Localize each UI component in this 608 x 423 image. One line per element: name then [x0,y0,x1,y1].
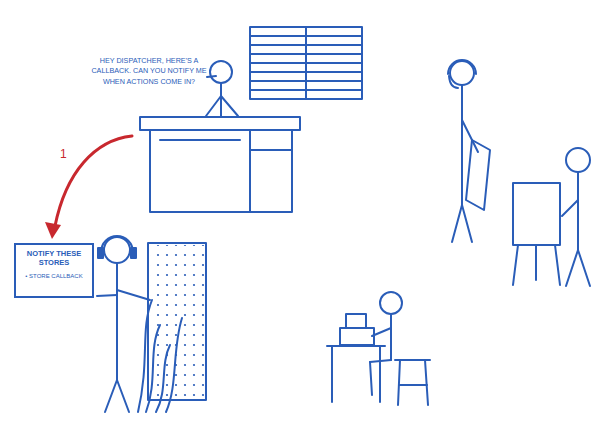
sign-heading: NOTIFY THESE STORES [19,249,89,268]
leader-line [207,76,216,77]
headset-person [448,60,490,242]
sign-item: • STORE CALLBACK [19,273,89,281]
callout-number: 1 [60,146,74,163]
typist-person [327,292,430,405]
easel-person [513,148,590,286]
switchboard [138,243,206,412]
red-arrow [45,136,132,239]
desk [140,117,300,212]
speech-text: HEY DISPATCHER, HERE'S A CALLBACK. CAN Y… [88,56,210,87]
sign-box: NOTIFY THESE STORES • STORE CALLBACK [14,243,94,298]
action-board [250,27,362,99]
view-person [206,61,238,117]
